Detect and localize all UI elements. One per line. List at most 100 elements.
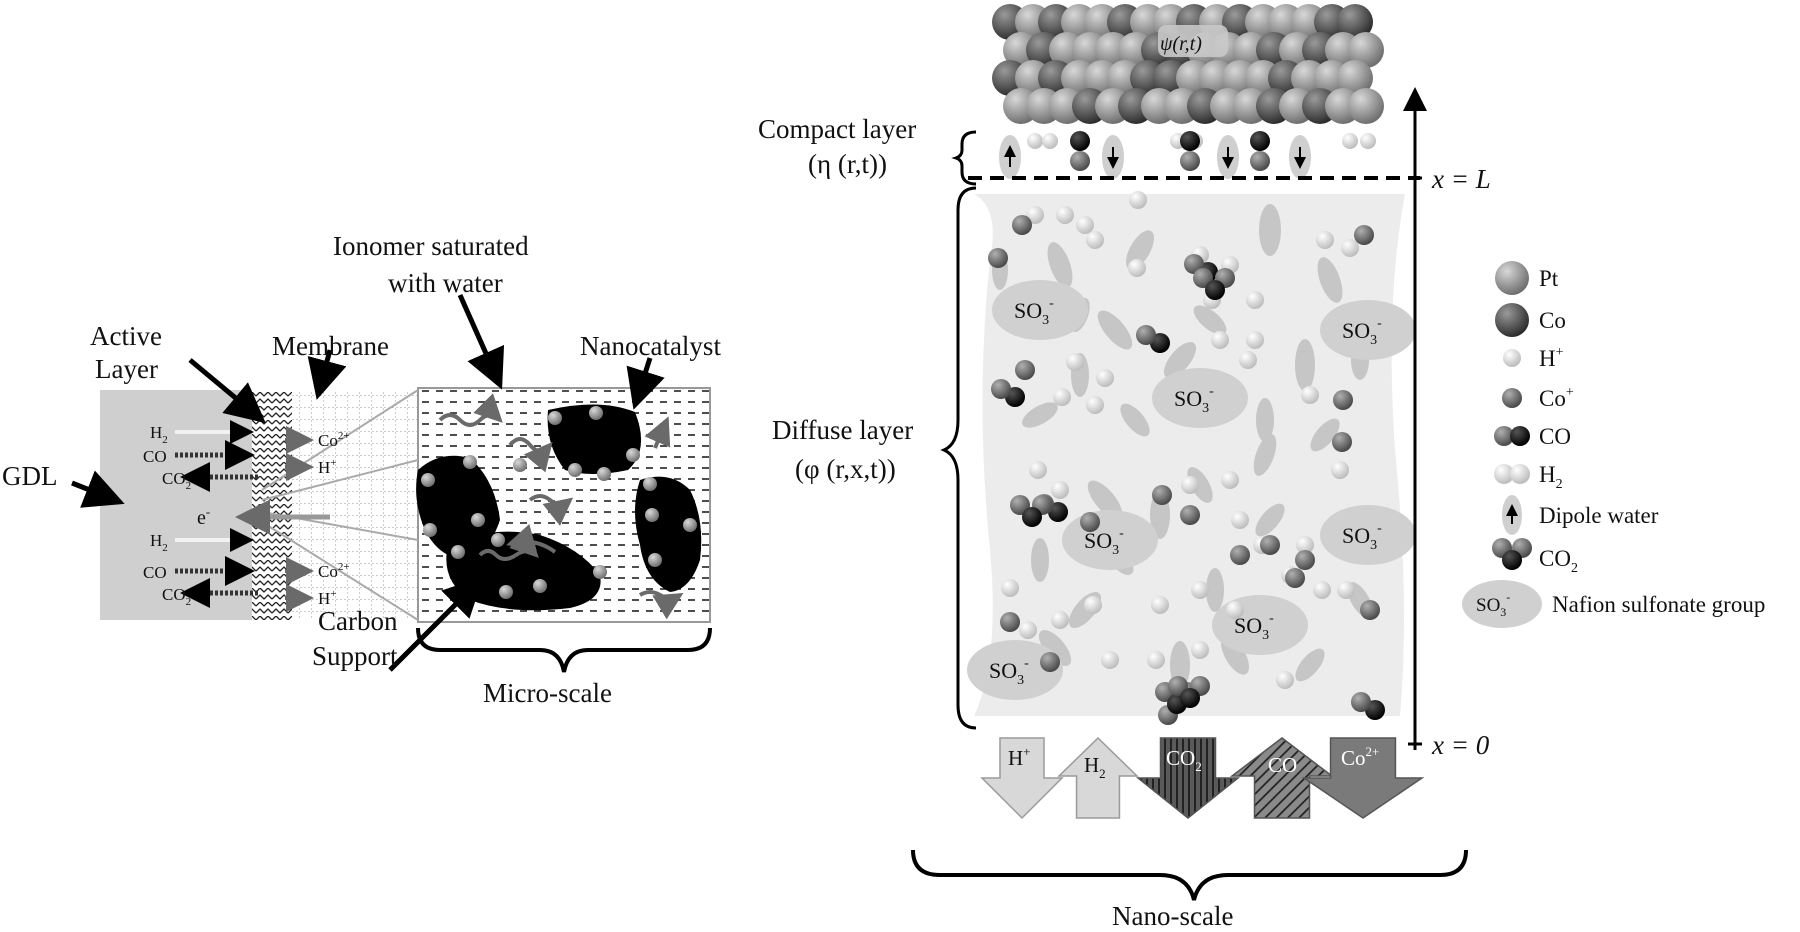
h-plus: [1086, 396, 1104, 414]
h-plus: [1051, 611, 1069, 629]
flux-arrow-co: [1229, 737, 1335, 819]
diffuse-water: [1022, 402, 1058, 428]
diffuse-water: [1295, 339, 1315, 391]
legend-item-h2: H2: [1494, 462, 1563, 492]
h-plus: [1246, 291, 1264, 309]
diffuse-brace: [940, 186, 977, 730]
h-plus: [1129, 191, 1147, 209]
diffuse-water: [1163, 341, 1197, 379]
nano-scale-panel: ψ(r,t) SO3-SO3-SO3-SO3-SO3-SO3-SO3- x = …: [758, 4, 1765, 931]
h-plus: [1316, 231, 1334, 249]
carbon-label-2: Support: [312, 641, 398, 671]
label-co2-b: CO2: [162, 585, 191, 608]
co-plus: [1000, 612, 1020, 632]
diffuse-water: [1256, 398, 1274, 442]
label-co2-a: CO2: [162, 469, 191, 492]
diffuse-water: [1255, 503, 1285, 537]
x-0-label: x = 0: [1431, 730, 1490, 760]
co-o: [991, 379, 1011, 399]
h-plus: [1086, 231, 1104, 249]
co-o: [1351, 692, 1371, 712]
co-plus: [988, 248, 1008, 268]
co2-c: [1205, 280, 1225, 300]
h-plus: [1337, 581, 1355, 599]
h-plus: [1211, 331, 1229, 349]
active-layer-label-1: Active: [90, 321, 162, 351]
legend-label-pt: Pt: [1539, 266, 1559, 291]
diffuse-water: [1097, 310, 1133, 350]
h-plus: [1151, 596, 1169, 614]
transport-paths: [438, 393, 684, 620]
co-plus: [1015, 360, 1035, 380]
co-molecule-c: [1250, 131, 1270, 151]
sulfonate-label: SO3-: [989, 656, 1029, 688]
flux-arrow-hplus: [980, 737, 1064, 820]
diffuse-water: [1310, 418, 1340, 452]
pt-atom: [1348, 88, 1384, 124]
flux-label: H2: [1084, 753, 1106, 781]
h-plus: [1360, 133, 1376, 149]
gdl-label: GDL: [2, 461, 58, 491]
co-plus: [1295, 550, 1315, 570]
co-plus: [1360, 600, 1380, 620]
h-plus: [1342, 133, 1358, 149]
catalyst-dot: [648, 553, 662, 567]
legend-label-coplus: Co+: [1539, 385, 1574, 411]
diffuse-water: [1193, 305, 1227, 335]
legend-label-so3: Nafion sulfonate group: [1552, 592, 1765, 617]
h-plus: [1239, 351, 1257, 369]
legend-hplus-icon: [1503, 349, 1521, 367]
sulfonate-label: SO3-: [1014, 296, 1054, 328]
legend-so3-text: SO3-: [1476, 590, 1510, 619]
h-plus: [1042, 133, 1058, 149]
co2-c: [1180, 688, 1200, 708]
h-plus: [1221, 471, 1239, 489]
co-plus: [1230, 545, 1250, 565]
catalyst-dot: [491, 533, 505, 547]
h-plus: [1296, 536, 1314, 554]
catalyst-dot: [643, 477, 657, 491]
co-molecule-o: [1250, 151, 1270, 171]
diffuse-water: [1253, 434, 1277, 476]
legend-item-comol: CO: [1494, 424, 1571, 449]
h-plus: [1066, 353, 1084, 371]
diffuse-water: [1317, 257, 1343, 303]
dipole-water: [999, 135, 1021, 179]
co-plus: [1040, 652, 1060, 672]
legend-coplus-icon: [1502, 388, 1522, 408]
h-plus: [1231, 511, 1249, 529]
micro-scale-brace: [416, 627, 712, 673]
active-layer-label-2: Layer: [95, 354, 158, 384]
h-plus: [1096, 369, 1114, 387]
sulfonate-label: SO3-: [1342, 521, 1382, 553]
carbon-label-1: Carbon: [318, 606, 398, 636]
callout-arrows: [71, 293, 665, 672]
legend-item-pt: Pt: [1495, 261, 1559, 295]
nanocatalyst-label: Nanocatalyst: [580, 331, 721, 361]
co-molecule-c: [1070, 131, 1090, 151]
legend-label-co: Co: [1539, 308, 1566, 333]
label-co-a: CO: [143, 447, 167, 466]
sulfonate-label: SO3-: [1174, 384, 1214, 416]
diffuse-water: [1031, 538, 1049, 582]
flux-label: CO: [1268, 753, 1297, 777]
h-plus: [1191, 641, 1209, 659]
co-molecule-o: [1180, 151, 1200, 171]
co-plus: [1180, 505, 1200, 525]
legend-so3-icon: [1462, 580, 1542, 628]
h-plus: [1001, 579, 1019, 597]
label-h-ion-b: H+: [318, 588, 337, 608]
compact-label-1: Compact layer: [758, 114, 916, 144]
diffuse-label-1: Diffuse layer: [772, 415, 913, 445]
legend-co-c-icon: [1510, 426, 1530, 446]
legend-label-dipole: Dipole water: [1539, 503, 1659, 528]
diffuse-water: [1187, 467, 1213, 503]
catalyst-dot: [421, 473, 435, 487]
flux-label: CO2: [1166, 746, 1202, 774]
h-plus: [1027, 133, 1043, 149]
h-plus: [1226, 601, 1244, 619]
h-plus: [1053, 388, 1071, 406]
